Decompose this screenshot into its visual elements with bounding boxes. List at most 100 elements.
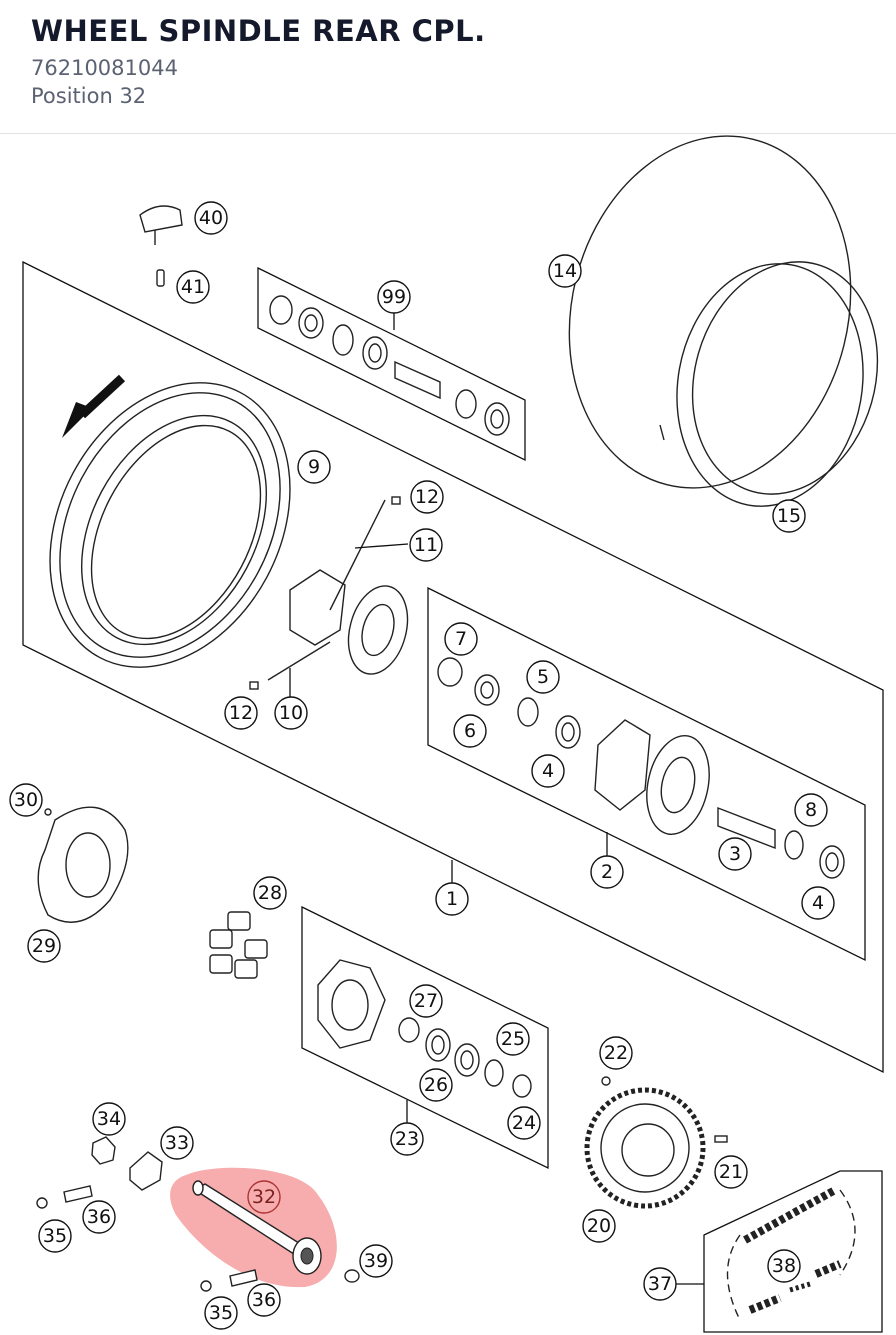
callout-9-label: 9 xyxy=(308,456,320,478)
callout-11-label: 11 xyxy=(414,534,438,556)
callout-37[interactable]: 37 xyxy=(643,1267,677,1301)
damper-rubbers xyxy=(209,911,268,979)
callout-38-label: 38 xyxy=(772,1255,796,1277)
callout-22-label: 22 xyxy=(604,1042,628,1064)
callout-12-top[interactable]: 12 xyxy=(410,480,444,514)
callout-99[interactable]: 99 xyxy=(377,280,411,314)
callout-25[interactable]: 25 xyxy=(496,1022,530,1056)
callout-7-label: 7 xyxy=(455,628,467,650)
drive-chain xyxy=(726,1186,856,1321)
callout-20-label: 20 xyxy=(587,1215,611,1237)
callout-36-upper-label: 36 xyxy=(87,1206,111,1228)
sprocket-carrier-parts xyxy=(317,959,532,1098)
callout-32-label: 32 xyxy=(252,1186,276,1208)
callout-15[interactable]: 15 xyxy=(772,499,806,533)
callout-27-label: 27 xyxy=(414,990,438,1012)
callout-24[interactable]: 24 xyxy=(507,1106,541,1140)
callout-11[interactable]: 11 xyxy=(409,528,443,562)
callout-21[interactable]: 21 xyxy=(714,1155,748,1189)
callout-29[interactable]: 29 xyxy=(27,929,61,963)
callout-5[interactable]: 5 xyxy=(526,660,560,694)
callout-38[interactable]: 38 xyxy=(767,1249,801,1283)
callout-33[interactable]: 33 xyxy=(160,1126,194,1160)
callout-39[interactable]: 39 xyxy=(359,1244,393,1278)
callout-6[interactable]: 6 xyxy=(453,714,487,748)
callout-2[interactable]: 2 xyxy=(590,855,624,889)
page-title: WHEEL SPINDLE REAR CPL. xyxy=(31,14,486,48)
callout-5-label: 5 xyxy=(537,666,549,688)
callout-99-label: 99 xyxy=(382,286,406,308)
callout-30-label: 30 xyxy=(14,789,38,811)
callout-27[interactable]: 27 xyxy=(409,984,443,1018)
callout-4-upper-label: 4 xyxy=(542,760,554,782)
brake-disc xyxy=(37,806,129,923)
callout-12-top-label: 12 xyxy=(415,486,439,508)
callout-40[interactable]: 40 xyxy=(194,201,228,235)
bearing-kit-parts xyxy=(269,295,510,436)
callout-4-lower[interactable]: 4 xyxy=(801,886,835,920)
wheel-spindle xyxy=(192,1180,322,1275)
chain-kit-frame xyxy=(703,1170,883,1333)
callout-3-label: 3 xyxy=(729,843,741,865)
callout-24-label: 24 xyxy=(512,1112,536,1134)
callout-29-label: 29 xyxy=(32,935,56,957)
callout-25-label: 25 xyxy=(501,1028,525,1050)
callout-8-label: 8 xyxy=(805,799,817,821)
callout-30[interactable]: 30 xyxy=(9,783,43,817)
tire-tube xyxy=(568,135,879,507)
part-number: 76210081044 xyxy=(31,56,178,80)
callout-21-label: 21 xyxy=(719,1161,743,1183)
callout-9[interactable]: 9 xyxy=(297,450,331,484)
callout-35-lower[interactable]: 35 xyxy=(204,1296,238,1330)
callout-35-upper-label: 35 xyxy=(43,1225,67,1247)
callout-14[interactable]: 14 xyxy=(548,254,582,288)
callout-37-label: 37 xyxy=(648,1273,672,1295)
callout-41-label: 41 xyxy=(181,276,205,298)
wheel-hub xyxy=(249,496,409,690)
bearing-kit-frame xyxy=(257,266,526,462)
rear-sprocket xyxy=(584,1076,728,1209)
callout-32[interactable]: 32 xyxy=(247,1180,281,1214)
callout-8[interactable]: 8 xyxy=(794,793,828,827)
hub-kit-frame xyxy=(427,586,866,962)
callout-39-label: 39 xyxy=(364,1250,388,1272)
callout-12-bottom-label: 12 xyxy=(229,702,253,724)
callout-10[interactable]: 10 xyxy=(274,696,308,730)
callout-2-label: 2 xyxy=(601,861,613,883)
callout-36-upper[interactable]: 36 xyxy=(82,1200,116,1234)
callout-33-label: 33 xyxy=(165,1132,189,1154)
callout-15-label: 15 xyxy=(777,505,801,527)
callout-34-label: 34 xyxy=(97,1108,121,1130)
callout-41[interactable]: 41 xyxy=(176,270,210,304)
callout-26-label: 26 xyxy=(424,1074,448,1096)
callout-36-lower[interactable]: 36 xyxy=(247,1283,281,1317)
callout-3[interactable]: 3 xyxy=(718,837,752,871)
callout-22[interactable]: 22 xyxy=(599,1036,633,1070)
callout-10-label: 10 xyxy=(279,702,303,724)
page-header: WHEEL SPINDLE REAR CPL. 76210081044 Posi… xyxy=(0,0,896,134)
exploded-parts-diagram: 99 40 41 14 15 9 12 11 12 10 7 5 6 4 8 3… xyxy=(9,135,884,1333)
callout-1[interactable]: 1 xyxy=(435,882,469,916)
callout-35-upper[interactable]: 35 xyxy=(38,1219,72,1253)
callout-4-lower-label: 4 xyxy=(812,892,824,914)
callout-4-upper[interactable]: 4 xyxy=(531,754,565,788)
callout-6-label: 6 xyxy=(464,720,476,742)
callout-12-bottom[interactable]: 12 xyxy=(224,696,258,730)
callout-36-lower-label: 36 xyxy=(252,1289,276,1311)
callout-34[interactable]: 34 xyxy=(92,1102,126,1136)
sprocket-carrier-frame xyxy=(301,905,549,1170)
callout-28-label: 28 xyxy=(258,882,282,904)
callout-26[interactable]: 26 xyxy=(419,1068,453,1102)
rim xyxy=(49,374,291,668)
callout-20[interactable]: 20 xyxy=(582,1209,616,1243)
callout-35-lower-label: 35 xyxy=(209,1302,233,1324)
callout-14-label: 14 xyxy=(553,260,577,282)
hub-kit-parts xyxy=(437,657,845,879)
callout-23[interactable]: 23 xyxy=(390,1122,424,1156)
callout-7[interactable]: 7 xyxy=(444,622,478,656)
callout-40-label: 40 xyxy=(199,207,223,229)
callout-28[interactable]: 28 xyxy=(253,876,287,910)
wheel-assembly-frame xyxy=(22,260,884,1074)
axle-small-parts xyxy=(36,205,360,1292)
position-label: Position 32 xyxy=(31,84,147,108)
